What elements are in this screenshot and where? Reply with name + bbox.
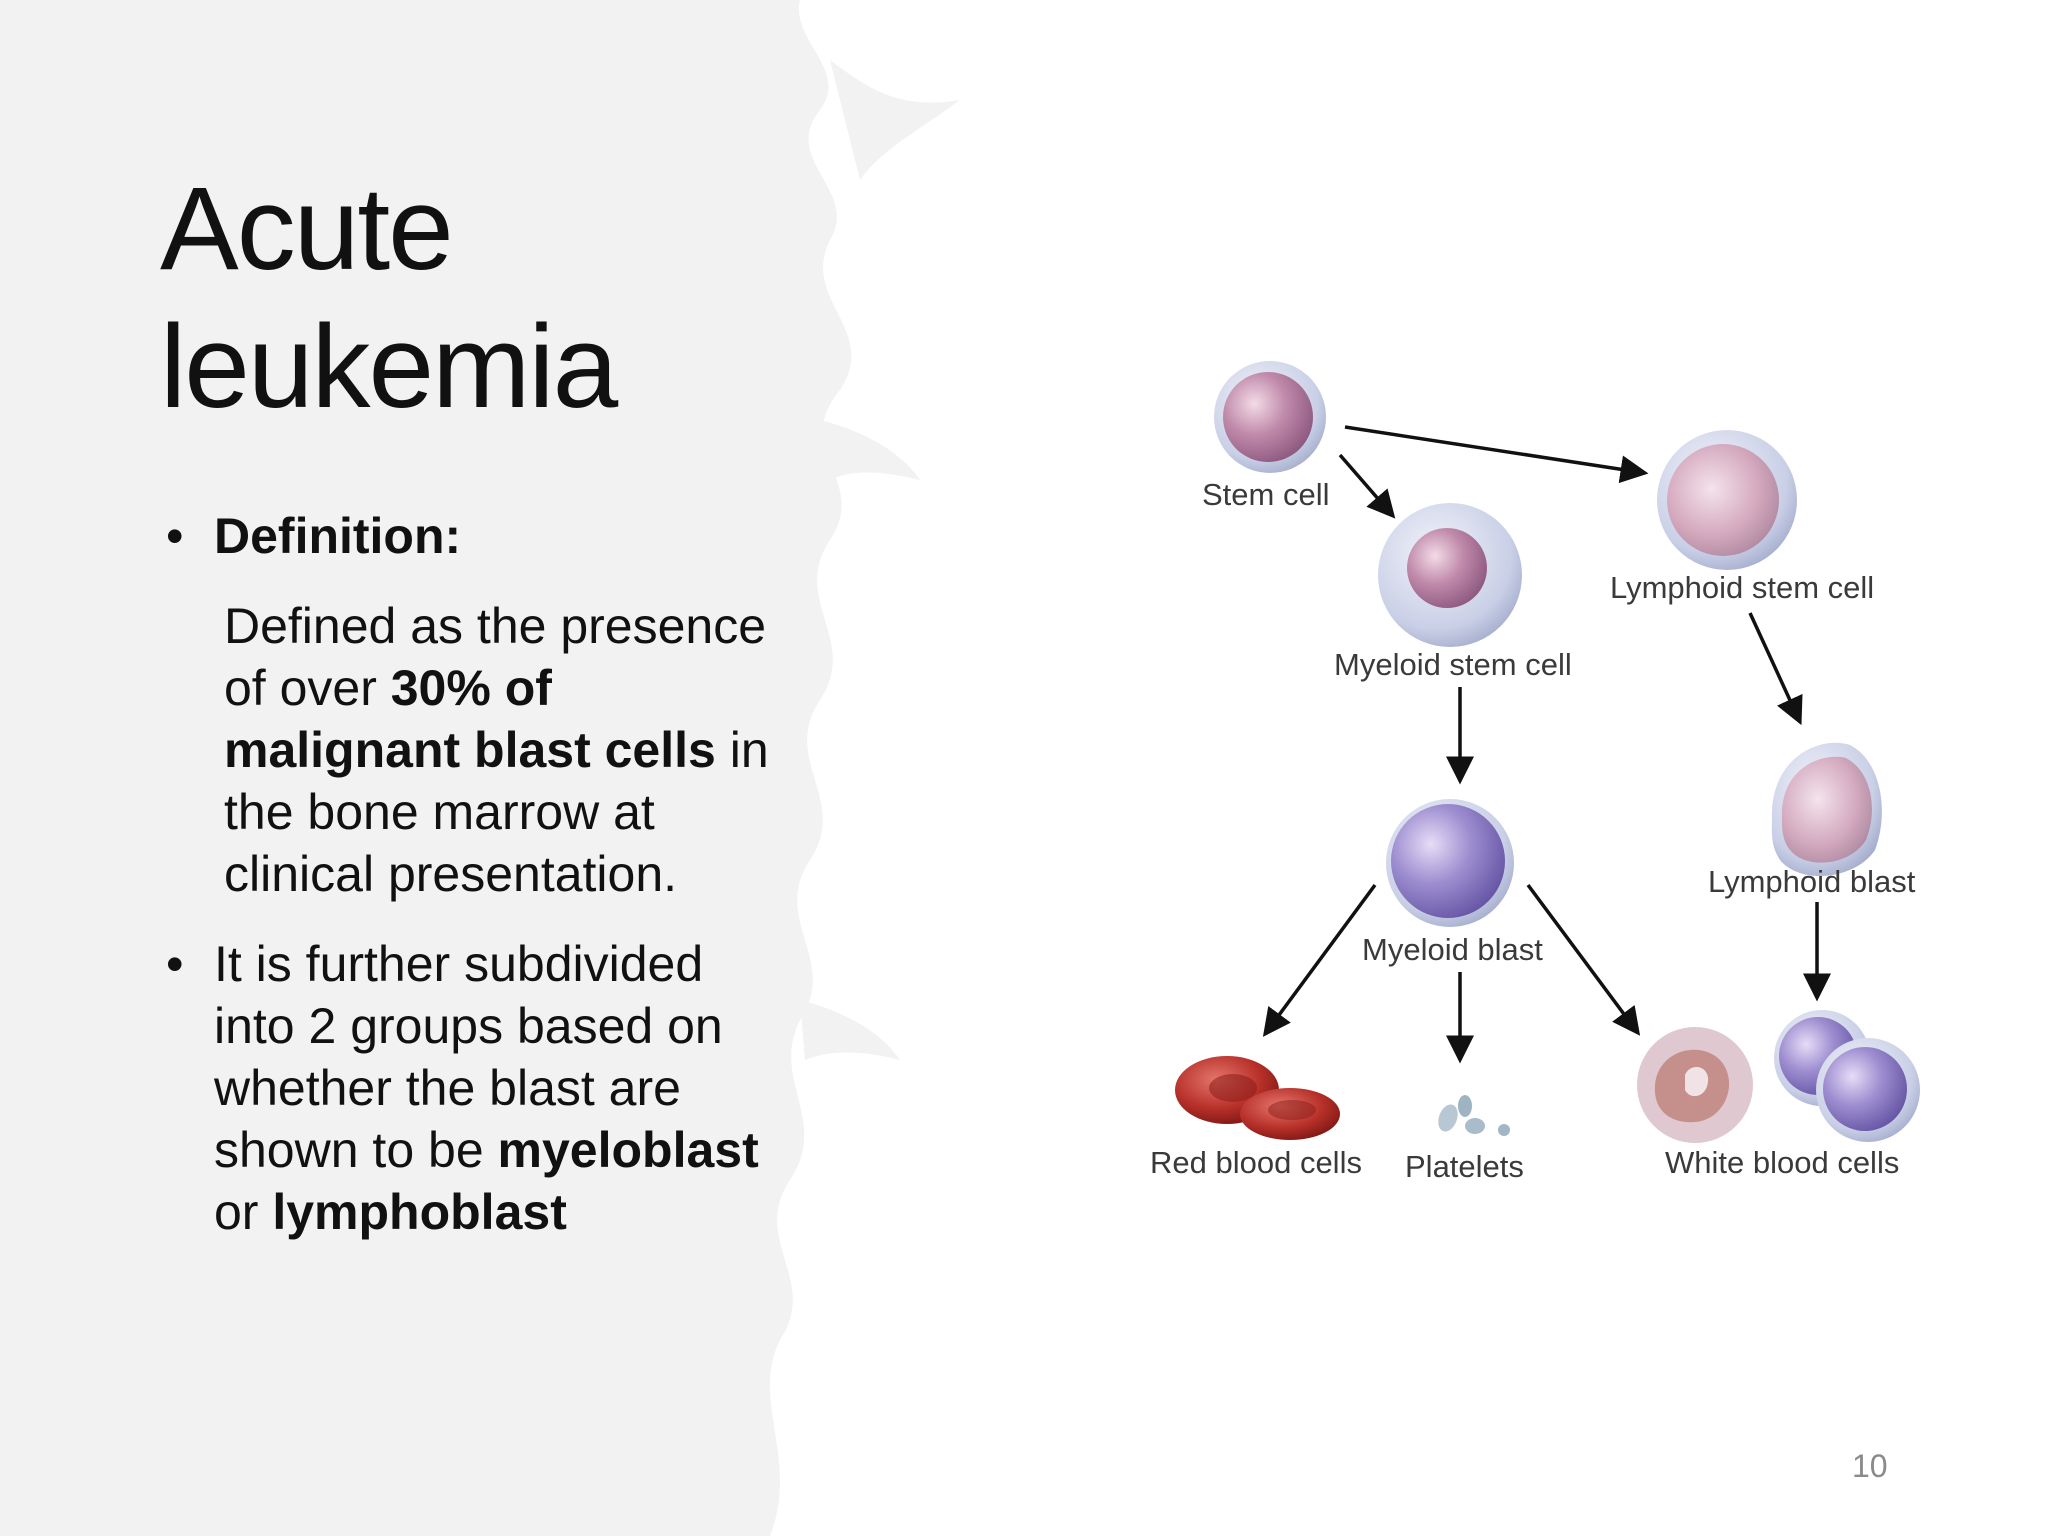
bullet-dot: • (166, 508, 184, 564)
label-myeloid-stem-cell: Myeloid stem cell (1334, 647, 1572, 682)
definition-line: the bone marrow at (224, 784, 655, 840)
lymphoid-stem-cell-icon (1657, 430, 1797, 570)
hematopoiesis-diagram: Stem cell Lymphoid stem cell Myeloid ste… (1150, 361, 1920, 1184)
arrow-lymphoid-stem-to-blast (1748, 612, 1803, 726)
label-stem-cell: Stem cell (1202, 477, 1329, 512)
text-run: shown to be (214, 1122, 498, 1178)
label-lymphoid-blast: Lymphoid blast (1708, 864, 1916, 899)
subdivision-line: It is further subdivided (214, 936, 704, 992)
subdivision-line: shown to be myeloblast (214, 1119, 820, 1181)
label-myeloid-blast: Myeloid blast (1362, 932, 1543, 967)
bold-run: malignant blast cells (224, 722, 716, 778)
arrow-myeloid-blast-to-wbc (1526, 883, 1641, 1036)
text-run: or (214, 1184, 273, 1240)
title-line-1: Acute (160, 163, 454, 295)
label-platelets: Platelets (1405, 1149, 1524, 1184)
definition-line: of over 30% of (224, 657, 820, 719)
subdivision-line: whether the blast are (214, 1060, 681, 1116)
label-white-blood-cells: White blood cells (1665, 1145, 1899, 1180)
bold-run: myeloblast (497, 1122, 759, 1178)
body-text: • Definition: Defined as the presence of… (160, 505, 820, 1243)
bold-run: lymphoblast (272, 1184, 567, 1240)
slide-title: Acute leukemia (160, 160, 618, 436)
definition-line: Defined as the presence (224, 598, 767, 654)
arrow-myeloid-blast-to-rbc (1262, 883, 1377, 1037)
definition-label: Definition: (214, 508, 462, 564)
bullet-dot: • (166, 936, 184, 992)
definition-text: Defined as the presence of over 30% of m… (160, 595, 820, 905)
page-number: 10 (1852, 1448, 1888, 1484)
title-line-2: leukemia (160, 301, 618, 433)
platelets-icon (1438, 1095, 1510, 1136)
definition-line: malignant blast cells in (224, 719, 820, 781)
arrow-stem-to-myeloid (1338, 453, 1396, 519)
label-red-blood-cells: Red blood cells (1150, 1145, 1362, 1180)
subdivision-line: into 2 groups based on (214, 998, 723, 1054)
text-run: in (715, 722, 769, 778)
white-blood-cells-icon (1637, 1010, 1920, 1143)
definition-line: clinical presentation. (224, 846, 678, 902)
label-lymphoid-stem-cell: Lymphoid stem cell (1610, 570, 1874, 605)
subdivision-line: or lymphoblast (214, 1181, 820, 1243)
myeloid-stem-cell-icon (1378, 503, 1522, 647)
stem-cell-icon (1214, 361, 1326, 473)
lymphoid-blast-icon (1771, 742, 1882, 877)
bullet-subdivision: • It is further subdivided into 2 groups… (160, 933, 820, 1243)
bullet-definition: • Definition: (160, 505, 820, 567)
arrow-stem-to-lymphoid (1344, 425, 1649, 484)
bold-run: 30% of (390, 660, 552, 716)
myeloid-blast-icon (1386, 799, 1514, 927)
text-run: of over (224, 660, 391, 716)
red-blood-cells-icon (1175, 1056, 1340, 1140)
